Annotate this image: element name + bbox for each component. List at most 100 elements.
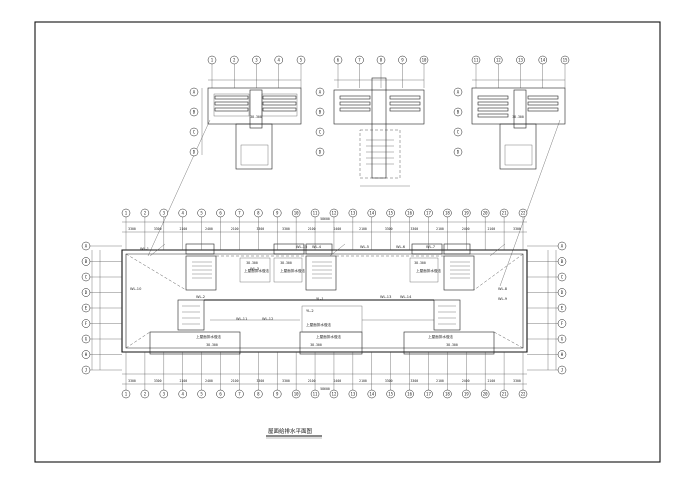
grid-bubble-label: 4 (182, 210, 185, 215)
grid-bubble-top: 13 (348, 208, 358, 218)
dimension-top: 3300 (513, 227, 521, 231)
dimension-top: 3300 (128, 227, 136, 231)
grid-bubble-label: 15 (388, 391, 393, 396)
grid-bubble-label: D (561, 290, 564, 295)
grid-bubble-top: 7 (235, 208, 244, 218)
dimension-bottom: 2400 (333, 379, 341, 383)
grid-bubble-left: F (81, 319, 91, 328)
grid-bubble-label: B (85, 259, 88, 264)
room-tag: 上屋面排水做法 (416, 268, 442, 273)
grid-bubble-label: 9 (401, 57, 404, 62)
grid-bubble-label: G (561, 336, 564, 341)
grid-bubble-top: 1 (121, 208, 131, 218)
detail-grid-bubble: 7 (355, 55, 364, 65)
grid-bubble-right: D (557, 288, 567, 297)
grid-bubble-right: E (557, 303, 567, 313)
grid-bubble-label: 18 (445, 210, 450, 215)
grid-bubble-label: 14 (369, 391, 374, 396)
detail-grid-bubble: 14 (538, 55, 547, 65)
grid-bubble-label: D (193, 149, 196, 154)
grid-bubble-label: A (193, 89, 196, 94)
grid-bubble-top: 19 (462, 208, 471, 218)
grid-bubble-label: D (319, 149, 322, 154)
grid-bubble-label: B (561, 259, 564, 264)
dimension-bottom: 2100 (359, 379, 367, 383)
elevation-tag: 38.300 (280, 261, 292, 265)
detail-side-bubble: A (315, 87, 325, 97)
grid-bubble-top: 6 (216, 208, 225, 218)
grid-bubble-label: B (319, 109, 322, 114)
room-tag: 上屋面排水做法 (280, 268, 306, 273)
grid-bubble-label: 3 (255, 57, 258, 62)
grid-bubble-label: C (193, 129, 196, 134)
grid-bubble-label: H (85, 352, 88, 357)
grid-bubble-left: E (81, 303, 91, 313)
grid-bubble-right: H (557, 350, 567, 359)
grid-bubble-label: C (457, 129, 460, 134)
pipe-tag: WL-4 (312, 245, 322, 249)
grid-bubble-label: 13 (350, 391, 355, 396)
grid-bubble-label: F (85, 321, 88, 326)
grid-bubble-label: 14 (369, 210, 374, 215)
pipe-tag: WL-12 (262, 317, 273, 321)
grid-bubble-label: 13 (350, 210, 355, 215)
grid-bubble-label: 17 (426, 391, 431, 396)
detail-side-bubble: C (315, 127, 325, 137)
grid-bubble-label: 2 (233, 57, 236, 62)
dimension-top: 2100 (308, 227, 316, 231)
grid-bubble-label: 10 (294, 391, 299, 396)
grid-bubble-left: A (81, 241, 91, 251)
pipe-tag: WL-1 (140, 247, 149, 251)
dimension-bottom: 3300 (385, 379, 393, 383)
grid-bubble-top: 22 (518, 208, 528, 218)
grid-bubble-label: 9 (276, 391, 279, 396)
main-roof-plan (121, 243, 528, 355)
grid-bubble-label: 12 (496, 57, 501, 62)
grid-bubble-top: 5 (197, 208, 206, 218)
grid-bubble-bottom: 16 (405, 389, 414, 399)
detail-side-bubble: D (189, 147, 199, 157)
grid-bubble-label: D (85, 290, 88, 295)
grid-bubble-label: 6 (219, 391, 222, 396)
dimension-bottom: 3300 (256, 379, 264, 383)
room-tag: 上屋面排水做法 (306, 322, 332, 327)
detail-side-bubble: A (453, 87, 463, 97)
grid-bubble-label: J (85, 367, 87, 372)
pipe-tag: WL-6 (396, 245, 406, 249)
grid-bubble-top: 15 (386, 208, 395, 218)
dimension-bottom: 2100 (308, 379, 316, 383)
grid-bubble-label: 6 (337, 57, 340, 62)
grid-bubble-label: 20 (483, 210, 488, 215)
grid-bubble-left: B (81, 257, 91, 266)
grid-bubble-right: J (557, 365, 567, 375)
grid-bubble-bottom: 6 (216, 389, 225, 399)
detail-grid-bubble: 5 (296, 55, 306, 65)
grid-bubble-label: C (561, 274, 564, 279)
elevation-tag: 38.300 (512, 115, 524, 119)
pipe-tag: WL-14 (400, 295, 412, 299)
dimension-top: 2400 (205, 227, 213, 231)
detail-plan-left (201, 79, 302, 170)
grid-bubble-label: 4 (278, 57, 281, 62)
pipe-tag: WL-2 (196, 295, 205, 299)
dimension-top: 3300 (256, 227, 264, 231)
grid-bubble-top: 8 (254, 208, 263, 218)
grid-axes (91, 221, 557, 385)
detail-side-bubble: B (453, 107, 463, 117)
detail-grid-bubble: 4 (274, 55, 283, 65)
detail-grid-bubble: 15 (560, 55, 570, 65)
grid-bubble-label: 11 (474, 57, 479, 62)
grid-bubble-label: 9 (276, 210, 279, 215)
grid-bubble-bottom: 17 (424, 389, 433, 399)
grid-bubble-label: 19 (464, 210, 469, 215)
grid-bubble-label: 12 (332, 210, 337, 215)
grid-bubble-top: 4 (178, 208, 187, 218)
grid-bubble-label: D (457, 149, 460, 154)
dimension-top: 2100 (359, 227, 367, 231)
grid-bubble-label: 3 (163, 210, 166, 215)
grid-bubble-top: 14 (367, 208, 377, 218)
grid-bubble-left: C (81, 272, 91, 282)
dimension-top: 2100 (179, 227, 187, 231)
grid-bubble-label: G (85, 336, 88, 341)
